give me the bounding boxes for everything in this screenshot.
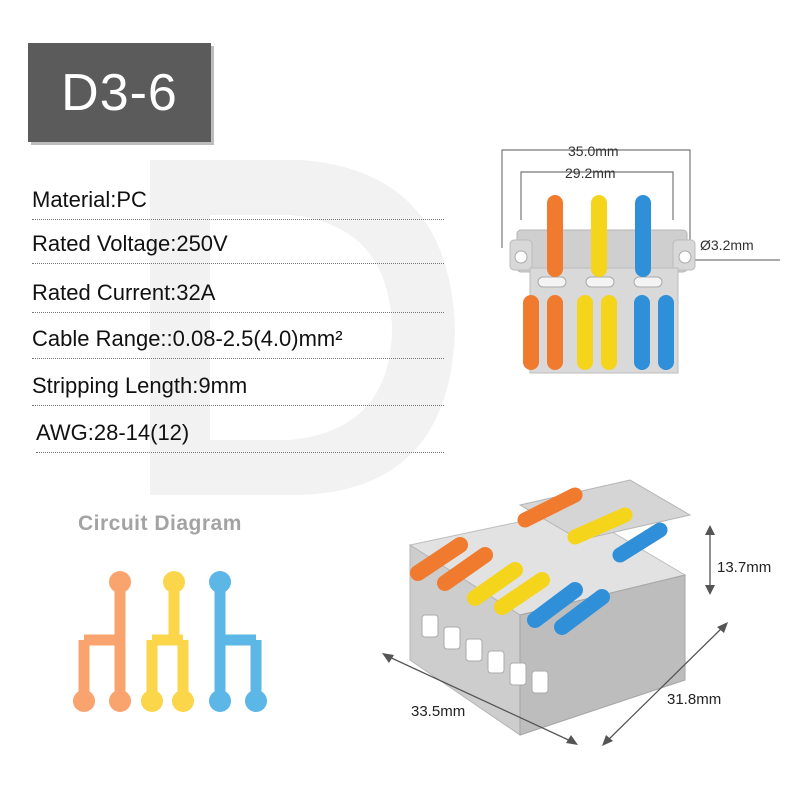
spec-row-cable-range: Cable Range::0.08-2.5(4.0)mm² [32, 314, 444, 359]
spec-cable-range: Cable Range::0.08-2.5(4.0)mm² [32, 326, 343, 351]
dim-hole-diameter: Ø3.2mm [700, 237, 754, 253]
spec-row-current: Rated Current:32A [32, 268, 444, 313]
top-view-drawing [501, 149, 780, 374]
spec-row-voltage: Rated Voltage:250V [32, 219, 444, 264]
spec-voltage: Rated Voltage:250V [32, 231, 228, 256]
circuit-diagram [73, 571, 267, 712]
circuit-yellow [141, 571, 194, 712]
circuit-orange [73, 571, 131, 712]
dim-length: 33.5mm [411, 703, 466, 720]
iso-view-drawing [382, 479, 728, 746]
spec-current: Rated Current:32A [32, 280, 216, 305]
dim-pitch-width: 29.2mm [565, 165, 616, 181]
spec-row-awg: AWG:28-14(12) [36, 408, 444, 453]
spec-row-stripping-length: Stripping Length:9mm [32, 361, 444, 406]
model-title: D3-6 [61, 63, 178, 122]
model-title-box: D3-6 [28, 43, 211, 142]
circuit-diagram-title: Circuit Diagram [78, 512, 242, 535]
dim-height: 13.7mm [717, 559, 772, 576]
spec-material: Material:PC [32, 187, 147, 212]
spec-stripping-length: Stripping Length:9mm [32, 373, 248, 398]
spec-awg: AWG:28-14(12) [36, 420, 190, 445]
dim-depth: 31.8mm [667, 691, 722, 708]
circuit-blue [209, 571, 267, 712]
dim-overall-width: 35.0mm [568, 143, 619, 159]
spec-row-material: Material:PC [32, 175, 444, 220]
